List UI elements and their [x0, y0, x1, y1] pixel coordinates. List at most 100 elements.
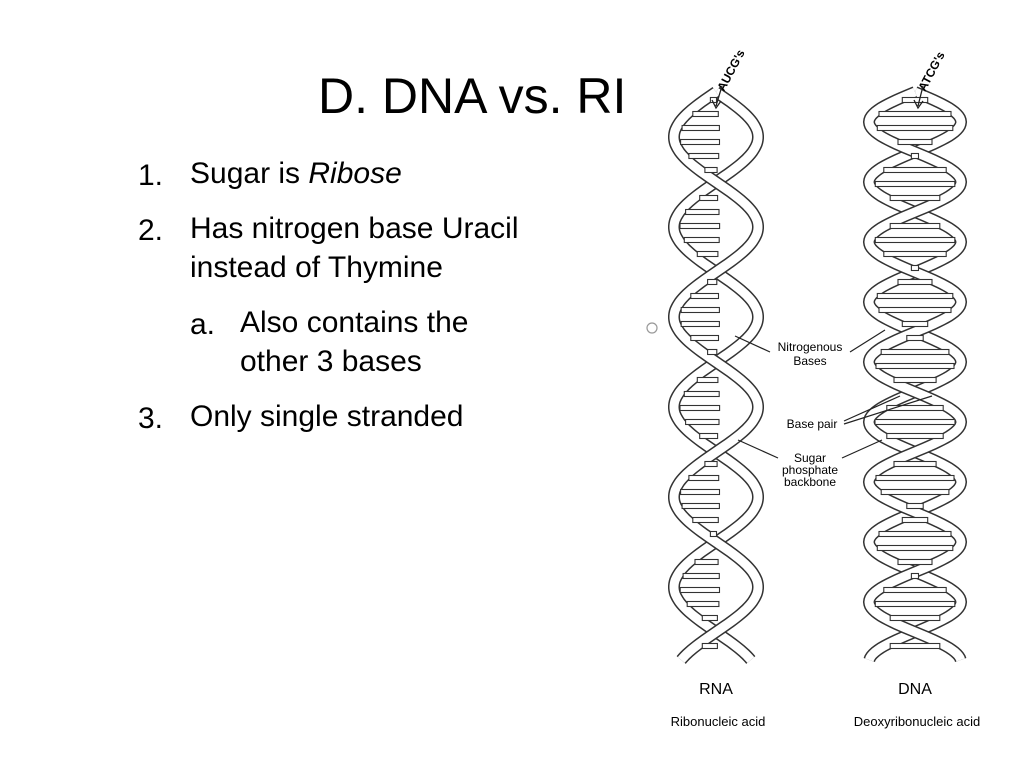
base-rung: [883, 586, 947, 594]
base-rung: [680, 138, 721, 146]
svg-text:AUCG's: AUCG's: [714, 48, 748, 93]
base-rung: [876, 292, 954, 300]
dna-rna-diagram: AUCG's ATCG's Nitrogenous Bases Base pai…: [646, 48, 980, 729]
base-rung: [874, 600, 956, 608]
svg-text:ATCG's: ATCG's: [915, 49, 948, 94]
base-rung: [683, 390, 720, 398]
base-rung: [704, 460, 718, 468]
dna-top-arrow-icon: [913, 85, 924, 110]
base-rung: [692, 110, 719, 118]
rna-caption: RNA: [699, 681, 733, 698]
dna-helix: [862, 86, 968, 662]
base-rung: [688, 474, 720, 482]
base-pair-label: Base pair: [787, 417, 838, 431]
base-rung: [878, 530, 952, 538]
base-rung: [699, 432, 719, 440]
dna-subcaption: Deoxyribonucleic acid: [854, 714, 980, 729]
base-rung: [690, 334, 720, 342]
nitrogenous-label-line2: Bases: [793, 354, 826, 368]
list-text: Only single stranded: [190, 400, 464, 433]
base-rung: [878, 110, 952, 118]
base-rung: [886, 404, 944, 412]
base-rung: [709, 530, 718, 538]
base-rung: [696, 250, 719, 258]
base-rung: [680, 320, 720, 328]
slide-title: D. DNA vs. RI: [318, 68, 627, 124]
base-rung: [889, 614, 941, 622]
base-rung: [889, 642, 941, 650]
list-number: 2.: [138, 214, 164, 247]
base-rung: [681, 124, 720, 132]
rna-top-arrow-icon: [711, 85, 723, 110]
base-rung: [897, 138, 933, 146]
sub-list-letter: a.: [190, 308, 216, 341]
base-rung: [880, 488, 950, 496]
base-rung: [876, 544, 954, 552]
sub-list-item: a. Also contains the other 3 bases: [138, 303, 598, 381]
base-rung: [889, 194, 941, 202]
base-rung: [685, 208, 720, 216]
base-rung: [681, 502, 720, 510]
base-rung: [893, 460, 937, 468]
base-rung: [897, 278, 933, 286]
base-rung: [878, 306, 952, 314]
base-rung: [901, 320, 929, 328]
base-rung: [893, 376, 937, 384]
base-rung: [692, 516, 719, 524]
base-rung: [875, 362, 955, 370]
base-rung: [889, 222, 941, 230]
dna-caption: DNA: [898, 681, 932, 698]
base-rung: [910, 152, 920, 160]
base-rung: [686, 600, 720, 608]
base-rung: [679, 586, 721, 594]
base-rung: [683, 236, 720, 244]
base-rung: [679, 222, 721, 230]
base-rung: [679, 404, 721, 412]
base-rung: [688, 152, 720, 160]
leader-lines: [734, 329, 933, 459]
base-rung: [874, 180, 956, 188]
sugar-label-line2: phosphate: [782, 463, 838, 477]
bullet-list: 1. Sugar is Ribose 2. Has nitrogen base …: [138, 154, 598, 436]
base-rung: [680, 306, 720, 314]
base-rung: [690, 292, 720, 300]
list-number: 1.: [138, 159, 164, 192]
rna-subcaption: Ribonucleic acid: [671, 714, 766, 729]
sub-list-text-line: Also contains the: [240, 306, 469, 339]
base-rung: [897, 558, 933, 566]
base-rung: [880, 348, 950, 356]
base-rung: [910, 264, 920, 272]
base-rung: [874, 418, 956, 426]
base-rung: [682, 572, 720, 580]
list-item: 2. Has nitrogen base Uracil instead of T…: [138, 209, 598, 287]
sub-list-text-line: other 3 bases: [240, 345, 422, 378]
base-rung: [696, 376, 719, 384]
base-rung: [875, 474, 955, 482]
base-rung: [680, 488, 721, 496]
list-item: 3. Only single stranded: [138, 397, 598, 436]
list-text-line: instead of Thymine: [190, 251, 443, 284]
base-rung: [704, 166, 718, 174]
base-rung: [707, 348, 718, 356]
sugar-label-line3: backbone: [784, 475, 836, 489]
base-rung: [876, 124, 954, 132]
base-rung: [883, 166, 947, 174]
base-rung: [874, 236, 956, 244]
base-rung: [901, 516, 929, 524]
base-rung: [699, 194, 719, 202]
dna-top-label: ATCG's: [915, 49, 948, 94]
base-rung: [910, 572, 920, 580]
italic-word: Ribose: [308, 157, 402, 190]
base-rung: [694, 558, 719, 566]
rna-top-label: AUCG's: [714, 48, 748, 93]
list-text-line: Has nitrogen base Uracil: [190, 212, 519, 245]
sugar-label-line1: Sugar: [794, 451, 826, 465]
circle-marker-icon: [646, 322, 658, 334]
base-rung: [886, 432, 944, 440]
list-number: 3.: [138, 402, 164, 435]
nitrogenous-label-line1: Nitrogenous: [778, 340, 843, 354]
list-text: Sugar is Ribose: [190, 157, 402, 190]
base-rung: [883, 250, 947, 258]
base-rung: [701, 642, 718, 650]
